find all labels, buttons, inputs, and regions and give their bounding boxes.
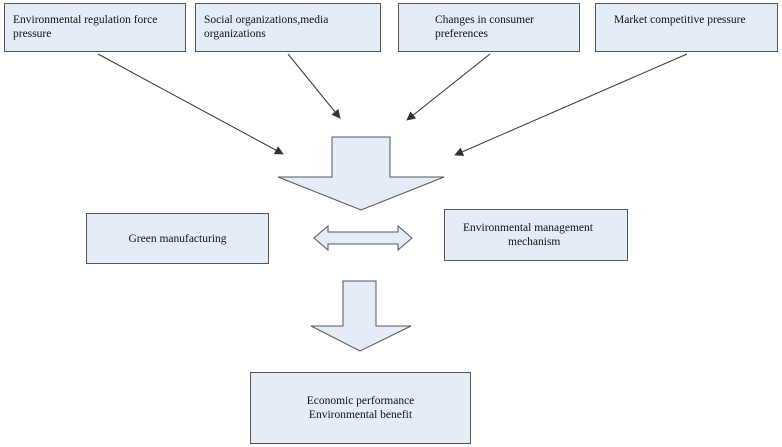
pressure-box-social: Social organizations,media organizations (195, 3, 381, 52)
double-headed-arrow (313, 224, 413, 252)
arrow-consumer-to-center (406, 53, 491, 121)
pressure-social-line1: Social organizations,media (204, 14, 329, 26)
pressure-regulation-line1: Environmental regulation force (13, 14, 158, 26)
pressure-consumer-line2: preferences (435, 28, 488, 40)
env-management-line1: Environmental management (463, 222, 593, 234)
green-manufacturing-label: Green manufacturing (128, 232, 227, 245)
pressure-regulation-line2: pressure (13, 28, 52, 40)
pressure-box-consumer: Changes in consumer preferences (398, 3, 580, 52)
convergence-block-arrow (277, 136, 445, 211)
arrow-market-to-center (454, 53, 688, 156)
pressure-consumer-line1: Changes in consumer (435, 14, 535, 26)
env-management-line2: mechanism (508, 236, 561, 248)
pressure-box-market: Market competitive pressure (595, 3, 778, 52)
outcome-line1: Economic performance (306, 395, 415, 407)
outcome-line2: Environmental benefit (308, 409, 413, 421)
env-management-box: Environmental management mechanism (444, 209, 628, 261)
outcome-box: Economic performance Environmental benef… (250, 372, 471, 444)
outcome-block-arrow (310, 280, 412, 352)
arrow-social-to-center (287, 53, 341, 119)
pressure-box-regulation: Environmental regulation force pressure (4, 3, 186, 52)
pressure-social-line2: organizations (204, 28, 266, 40)
pressure-market-line1: Market competitive pressure (614, 14, 746, 26)
green-manufacturing-box: Green manufacturing (86, 213, 269, 264)
arrow-regulation-to-center (97, 53, 284, 155)
